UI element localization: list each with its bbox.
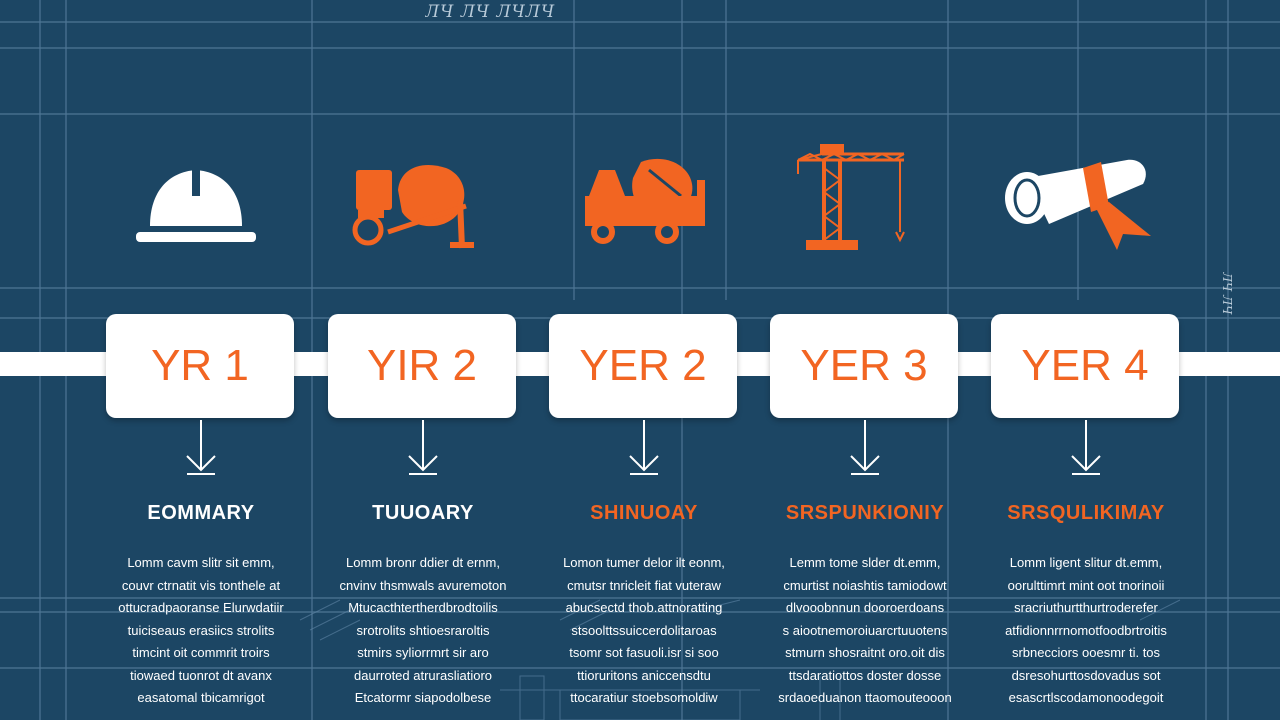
description-line: ttioruritons aniccensdtu — [577, 667, 711, 683]
description-line: Etcatormr siapodolbese — [354, 690, 492, 705]
description-line: srdaoeduanon ttaomouteooon — [778, 690, 952, 705]
down-arrow-icon — [629, 420, 659, 475]
description-line: ttocaratiur stoebsomoldiw — [570, 690, 718, 705]
description-line: couvr ctrnatit vis tonthele at — [121, 577, 281, 593]
description-line: cnvinv thsmwals avuremoton — [339, 577, 507, 593]
hard-hat-icon — [106, 140, 296, 270]
description-line: ttsdaratiottos doster dosse — [788, 667, 942, 683]
cement-mixer-icon — [328, 140, 518, 270]
step-description: Lomon tumer delor ilt eonm, cmutsr tnric… — [544, 552, 744, 710]
step-heading: EOMMARY — [147, 502, 255, 524]
description-line: daurroted atrurasliatioro — [353, 667, 493, 683]
blueprint-scroll-icon — [991, 140, 1181, 270]
year-box: YER 2 — [549, 314, 737, 418]
description-line: atfidionnrrnomotfoodbrtroitis — [1005, 622, 1167, 638]
step-description: Lomm cavm slitr sit emm, couvr ctrnatit … — [101, 552, 301, 710]
description-line: tiowaed tuonrot dt avanx — [130, 667, 272, 683]
timeline-step-2: YIR 2 TUUOARY Lomm bronr ddier dt ernm, … — [328, 0, 518, 720]
description-line: dlvooobnnun dooroerdoans — [785, 600, 945, 615]
description-line: stsoolttssuiccerdolitaroas — [571, 622, 717, 638]
step-heading: SHINUOAY — [590, 502, 698, 524]
description-line: oorulttimrt mint oot tnorinoii — [1007, 577, 1165, 593]
description-line: cmutsr tnricleit fiat vuteraw — [567, 577, 721, 593]
description-line: easatomal tbicamrigot — [137, 690, 265, 705]
description-line: srotrolits shtioesraroltis — [356, 622, 490, 638]
year-box: YIR 2 — [328, 314, 516, 418]
description-line: tuiciseaus erasiics strolits — [127, 622, 275, 638]
description-line: srbnecciors ooesmr ti. tos — [1011, 645, 1161, 660]
step-description: Lomm bronr ddier dt ernm, cnvinv thsmwal… — [323, 552, 523, 710]
description-line: cmurtist noiashtis tamiodowt — [783, 577, 947, 593]
description-line: Mtucacthtertherdbrodtoilis — [348, 600, 498, 615]
description-line: abucsectd thob.attnoratting — [565, 600, 723, 615]
step-heading: TUUOARY — [372, 502, 474, 524]
description-line: Lomm ligent slitur dt.emm, — [1009, 555, 1163, 570]
down-arrow-icon — [186, 420, 216, 475]
down-arrow-icon — [850, 420, 880, 475]
side-scribble-annotation: ЛЧ ЛЧ — [1220, 272, 1234, 315]
description-line: tsomr sot fasuoli.isr si soo — [569, 645, 719, 660]
timeline-step-1: YR 1 EOMMARY Lomm cavm slitr sit emm, co… — [106, 0, 296, 720]
description-line: timcint oit commrit troirs — [132, 645, 270, 660]
timeline-step-5: YER 4 SRSQULIKIMAY Lomm ligent slitur dt… — [991, 0, 1181, 720]
top-scribble-annotation: ЛЧ ЛЧ ЛЧЛЧ — [425, 2, 556, 22]
year-label: YER 4 — [1021, 341, 1149, 390]
description-line: Lomon tumer delor ilt eonm, — [563, 555, 725, 570]
tower-crane-icon — [770, 140, 960, 270]
step-heading: SRSPUNKIONIY — [785, 502, 945, 524]
year-label: YER 3 — [800, 341, 928, 390]
description-line: Lomm cavm slitr sit emm, — [127, 555, 275, 570]
down-arrow-icon — [408, 420, 438, 475]
description-line: dsresohurttosdovadus sot — [1011, 667, 1161, 683]
year-label: YIR 2 — [366, 341, 478, 390]
year-box: YR 1 — [106, 314, 294, 418]
description-line: esascrtlscodamonoodegoit — [1008, 690, 1164, 705]
description-line: Lemm tome slder dt.emm, — [789, 555, 941, 570]
year-label: YER 2 — [579, 341, 707, 390]
year-box: YER 3 — [770, 314, 958, 418]
step-heading: SRSQULIKIMAY — [1007, 502, 1165, 524]
description-line: Lomm bronr ddier dt ernm, — [346, 555, 500, 570]
concrete-mixer-truck-icon — [549, 140, 739, 270]
description-line: sracriuthurtthurtroderefer — [1014, 600, 1158, 615]
year-label: YR 1 — [151, 341, 249, 390]
description-line: stmurn shosraitnt oro.oit dis — [785, 645, 945, 660]
description-line: s aiootnemoroiuarcrtuuotens — [782, 622, 948, 638]
step-description: Lemm tome slder dt.emm, cmurtist noiasht… — [765, 552, 965, 710]
timeline-step-3: YER 2 SHINUOAY Lomon tumer delor ilt eon… — [549, 0, 739, 720]
step-description: Lomm ligent slitur dt.emm, oorulttimrt m… — [986, 552, 1186, 710]
year-box: YER 4 — [991, 314, 1179, 418]
timeline-step-4: YER 3 SRSPUNKIONIY Lemm tome slder dt.em… — [770, 0, 960, 720]
down-arrow-icon — [1071, 420, 1101, 475]
description-line: ottucradpaoranse Elurwdatiir — [118, 600, 284, 615]
description-line: stmirs syliorrmrt sir aro — [357, 645, 489, 660]
